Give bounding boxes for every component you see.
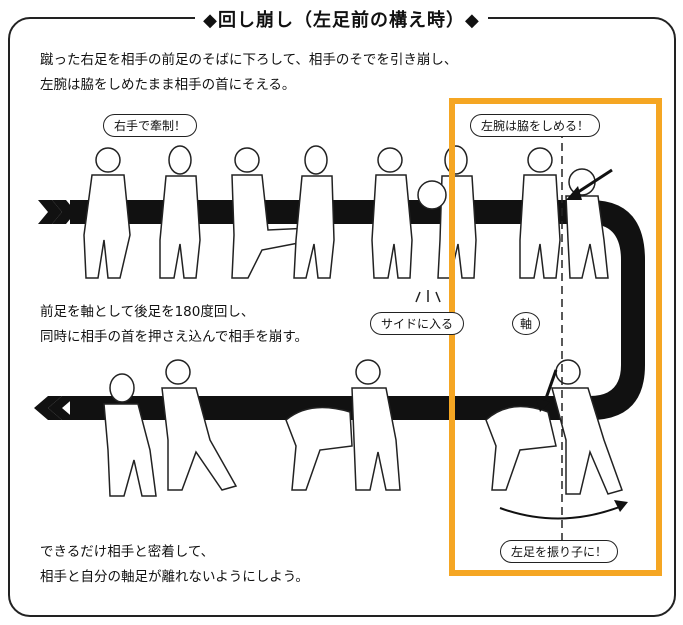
speech-bubble-left-arm: 左腕は脇をしめる！ <box>470 114 601 137</box>
side-entry-marks <box>415 290 441 303</box>
page-title: ◆回し崩し（左足前の構え時）◆ <box>0 6 683 32</box>
bottom-text-line1: できるだけ相手と密着して、 <box>40 544 215 560</box>
press-arrow <box>542 369 558 405</box>
intro-text-line2: 左腕は脇をしめたまま相手の首にそえる。 <box>40 77 296 93</box>
middle-text-line2: 同時に相手の首を押さえ込んで相手を崩す。 <box>40 329 308 345</box>
highlight-box <box>449 98 662 576</box>
figures-row-bottom <box>103 359 623 497</box>
figures-row-top <box>83 145 609 279</box>
bottom-text-line2: 相手と自分の軸足が離れないようにしよう。 <box>40 569 309 585</box>
speech-bubble-right-hand: 右手で牽制！ <box>103 114 198 137</box>
swing-arrow <box>499 505 623 520</box>
label-side-entry: サイドに入る <box>370 312 465 335</box>
intro-text-line1: 蹴った右足を相手の前足のそばに下ろして、相手のそでを引き崩し、 <box>40 52 458 68</box>
label-axis: 軸 <box>512 312 541 335</box>
middle-text-line1: 前足を軸として後足を180度回し、 <box>40 304 255 320</box>
speech-bubble-left-foot: 左足を振り子に！ <box>500 540 619 563</box>
page-title-text: ◆回し崩し（左足前の構え時）◆ <box>195 10 488 31</box>
